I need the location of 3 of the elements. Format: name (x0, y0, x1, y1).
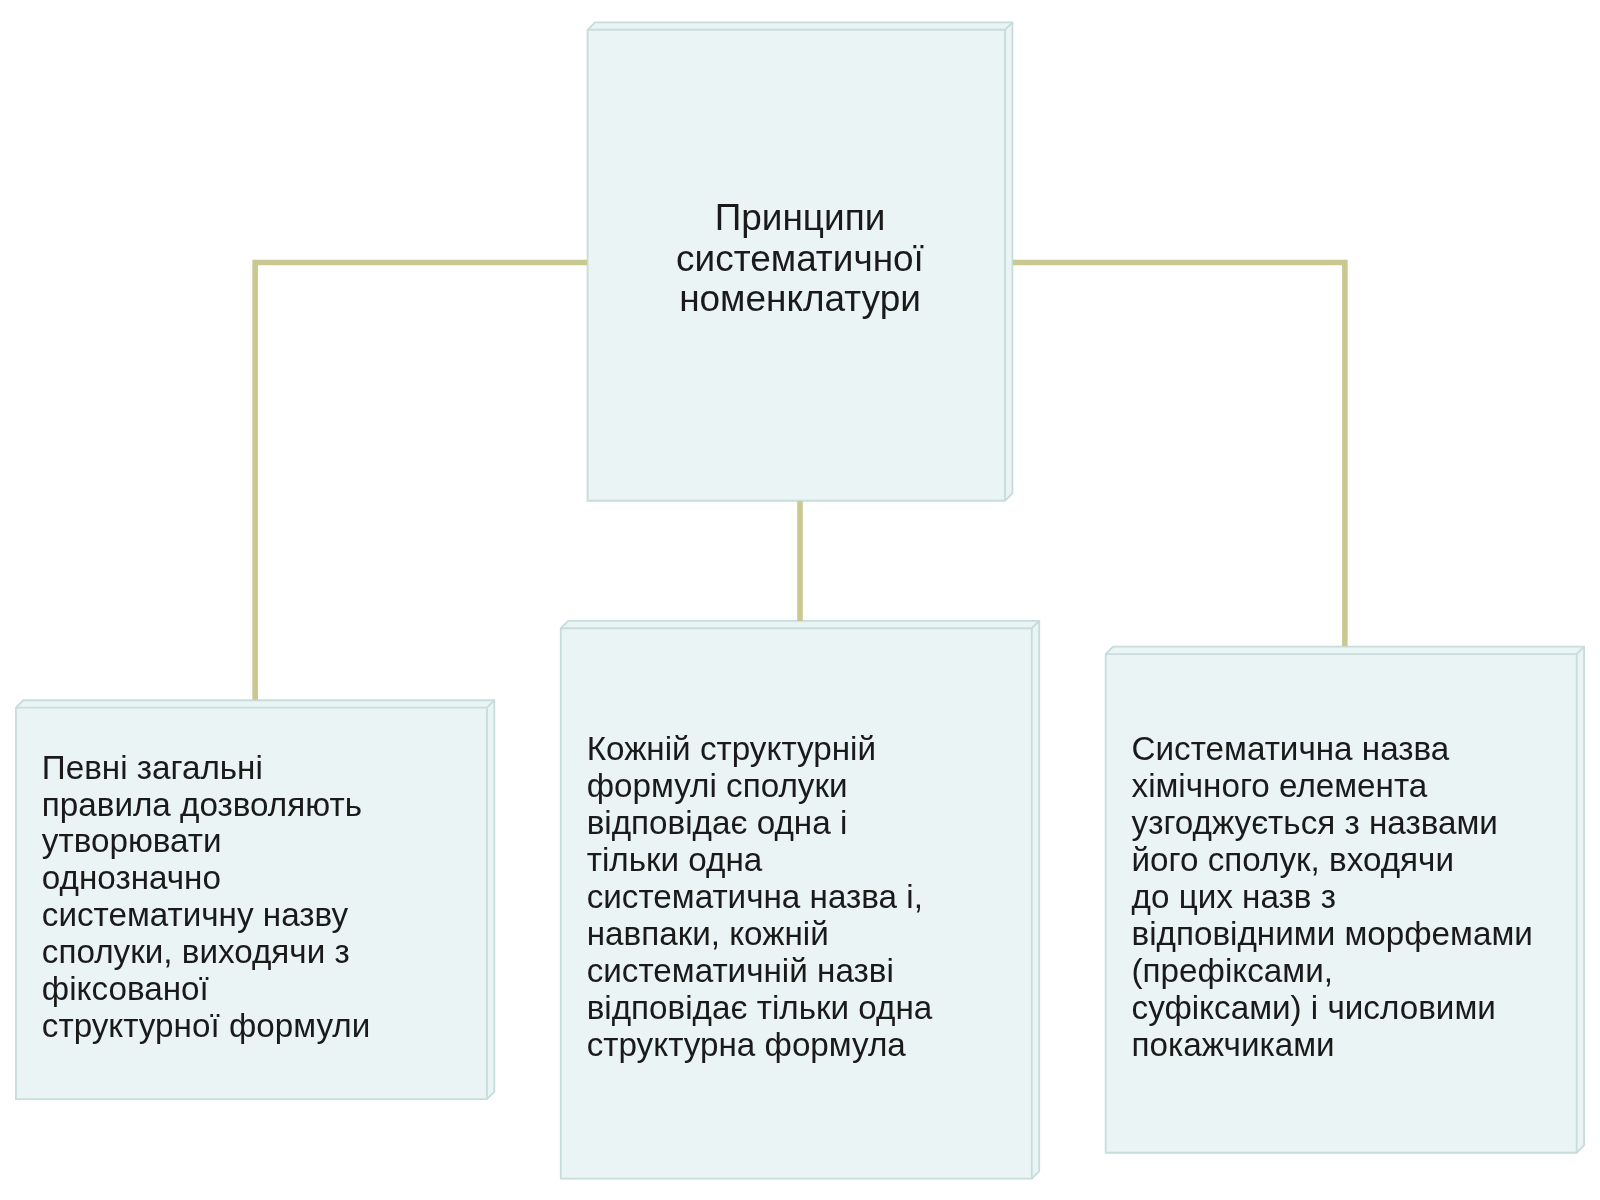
connector (252, 259, 587, 700)
connector (1013, 259, 1348, 646)
connector (797, 500, 803, 621)
